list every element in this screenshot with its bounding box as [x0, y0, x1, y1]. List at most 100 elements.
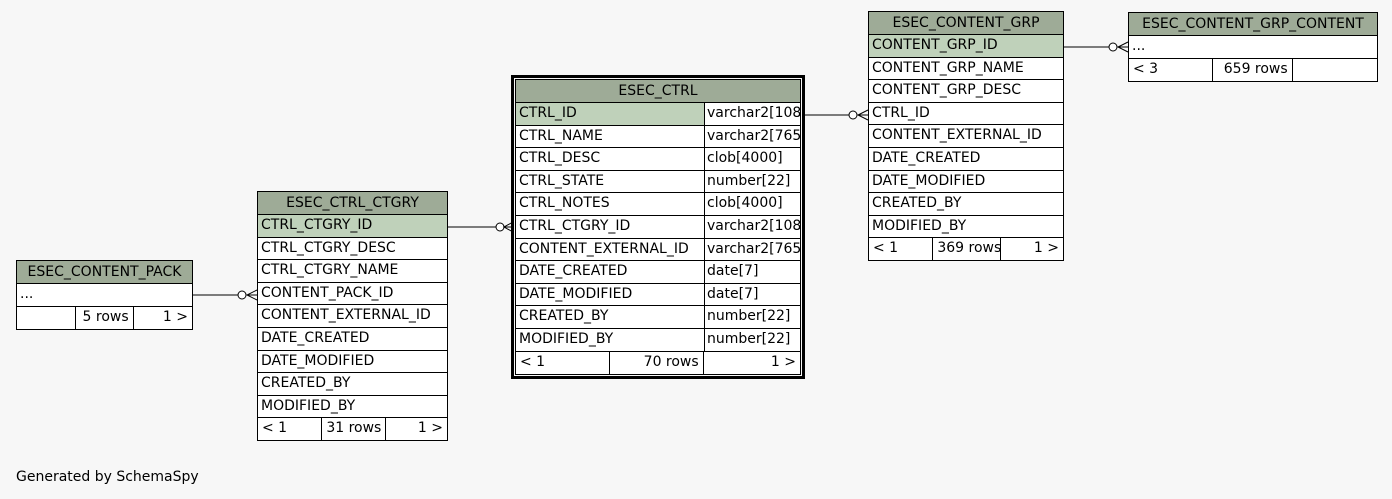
table-header[interactable]: ESEC_CTRL_CTGRY: [258, 192, 447, 215]
relationship-ctrl-to-content-grp: [803, 109, 869, 121]
column-name: CONTENT_EXTERNAL_ID: [872, 127, 1042, 144]
column-row[interactable]: CONTENT_EXTERNAL_ID: [869, 125, 1063, 148]
column-row[interactable]: DATE_MODIFIED: [258, 351, 447, 374]
column-row[interactable]: CTRL_CTGRY_ID varchar2[108]: [516, 215, 800, 239]
column-name: CTRL_CTGRY_ID: [519, 217, 631, 234]
children-count[interactable]: 1 >: [999, 238, 1063, 261]
column-row[interactable]: ...: [17, 284, 192, 307]
table-header[interactable]: ESEC_CONTENT_PACK: [17, 261, 192, 284]
column-row[interactable]: CREATED_BY: [258, 373, 447, 396]
column-row[interactable]: CTRL_NOTES clob[4000]: [516, 193, 800, 216]
column-row[interactable]: CTRL_CTGRY_NAME: [258, 260, 447, 283]
column-type: clob[4000]: [704, 148, 800, 170]
table-content-grp-content[interactable]: ESEC_CONTENT_GRP_CONTENT... < 3 659 rows: [1128, 12, 1378, 82]
table-ctrl-ctgry[interactable]: ESEC_CTRL_CTGRY CTRL_CTGRY_ID CTRL_CTGRY_D…: [257, 191, 448, 442]
parents-count[interactable]: < 1: [873, 240, 899, 257]
column-type: date[7]: [704, 283, 800, 306]
parents-count[interactable]: < 3: [1133, 60, 1159, 77]
column-name: CTRL_ID: [872, 104, 930, 121]
column-name: CONTENT_GRP_ID: [872, 37, 998, 53]
relationship-content-grp-to-grp-content: [1063, 41, 1129, 53]
column-type: varchar2[765]: [704, 125, 800, 148]
column-name: ...: [1132, 38, 1146, 54]
column-name: DATE_CREATED: [872, 149, 981, 166]
relationship-content-pack-to-ctrl-ctgry: [192, 289, 258, 301]
column-row[interactable]: CONTENT_GRP_ID: [869, 35, 1063, 58]
column-name: CONTENT_PACK_ID: [261, 284, 394, 301]
column-row[interactable]: MODIFIED_BY: [869, 216, 1063, 239]
column-type: varchar2[108]: [704, 215, 800, 238]
table-header[interactable]: ESEC_CTRL: [516, 80, 800, 103]
row-count: 5 rows: [75, 306, 132, 329]
column-type: varchar2[765]: [704, 238, 800, 261]
parents-count[interactable]: < 1: [520, 353, 546, 370]
column-name: DATE_CREATED: [261, 329, 370, 346]
column-name: DATE_MODIFIED: [872, 172, 986, 189]
column-name: MODIFIED_BY: [519, 330, 614, 347]
column-row[interactable]: CONTENT_GRP_DESC: [869, 80, 1063, 103]
column-name: CTRL_CTGRY_ID: [261, 217, 373, 233]
relationship-ctrl-ctgry-to-ctrl: [447, 221, 514, 233]
column-name: CTRL_DESC: [519, 150, 601, 167]
column-row[interactable]: CREATED_BY: [869, 193, 1063, 216]
table-header[interactable]: ESEC_CONTENT_GRP: [869, 12, 1063, 35]
column-row[interactable]: DATE_CREATED: [258, 328, 447, 351]
column-name: DATE_CREATED: [519, 263, 628, 280]
column-row[interactable]: DATE_CREATED date[7]: [516, 261, 800, 284]
column-row[interactable]: CTRL_DESC clob[4000]: [516, 148, 800, 171]
column-row[interactable]: CTRL_ID varchar2[108]: [516, 103, 800, 126]
column-row[interactable]: CTRL_STATE number[22]: [516, 170, 800, 194]
parents-count[interactable]: [17, 307, 75, 329]
column-row[interactable]: MODIFIED_BY number[22]: [516, 328, 800, 352]
column-row[interactable]: CONTENT_EXTERNAL_ID: [258, 305, 447, 328]
column-row[interactable]: CONTENT_PACK_ID: [258, 283, 447, 306]
column-row[interactable]: ...: [1129, 36, 1377, 59]
column-name: CREATED_BY: [519, 308, 609, 325]
column-name: DATE_MODIFIED: [261, 352, 375, 369]
children-count[interactable]: 1 >: [384, 418, 447, 441]
column-name: CTRL_CTGRY_DESC: [261, 239, 396, 256]
children-count[interactable]: 1 >: [702, 351, 800, 374]
parents-count[interactable]: < 1: [262, 420, 288, 437]
column-row[interactable]: MODIFIED_BY: [258, 396, 447, 419]
column-type: number[22]: [704, 328, 800, 351]
children-count[interactable]: [1291, 58, 1377, 81]
children-count[interactable]: 1 >: [132, 306, 192, 329]
column-row[interactable]: CTRL_CTGRY_ID: [258, 215, 447, 238]
row-count: 659 rows: [1212, 58, 1291, 81]
column-name: CONTENT_GRP_NAME: [872, 59, 1024, 76]
column-name: DATE_MODIFIED: [519, 285, 633, 302]
column-row[interactable]: DATE_CREATED: [869, 148, 1063, 171]
table-content-grp[interactable]: ESEC_CONTENT_GRP CONTENT_GRP_ID CONTENT_GR…: [868, 11, 1064, 262]
table-footer: < 3 659 rows: [1129, 58, 1377, 81]
column-name: MODIFIED_BY: [872, 217, 967, 234]
row-count: 31 rows: [321, 418, 384, 441]
row-count: 70 rows: [609, 351, 702, 374]
table-header[interactable]: ESEC_CONTENT_GRP_CONTENT: [1129, 13, 1377, 36]
column-name: CTRL_ID: [519, 105, 577, 121]
column-name: ...: [20, 286, 34, 302]
column-row[interactable]: DATE_MODIFIED date[7]: [516, 283, 800, 307]
column-name: CREATED_BY: [872, 195, 962, 212]
column-name: MODIFIED_BY: [261, 397, 356, 414]
column-type: number[22]: [704, 170, 800, 193]
column-name: CTRL_STATE: [519, 172, 605, 189]
column-type: varchar2[108]: [704, 103, 800, 125]
column-type: clob[4000]: [704, 193, 800, 215]
column-type: date[7]: [704, 261, 800, 283]
column-name: CONTENT_EXTERNAL_ID: [261, 307, 431, 324]
column-row[interactable]: CONTENT_GRP_NAME: [869, 58, 1063, 81]
column-row[interactable]: CTRL_ID: [869, 103, 1063, 126]
column-row[interactable]: DATE_MODIFIED: [869, 171, 1063, 194]
column-name: CTRL_NOTES: [519, 195, 610, 212]
column-row[interactable]: CTRL_CTGRY_DESC: [258, 238, 447, 261]
